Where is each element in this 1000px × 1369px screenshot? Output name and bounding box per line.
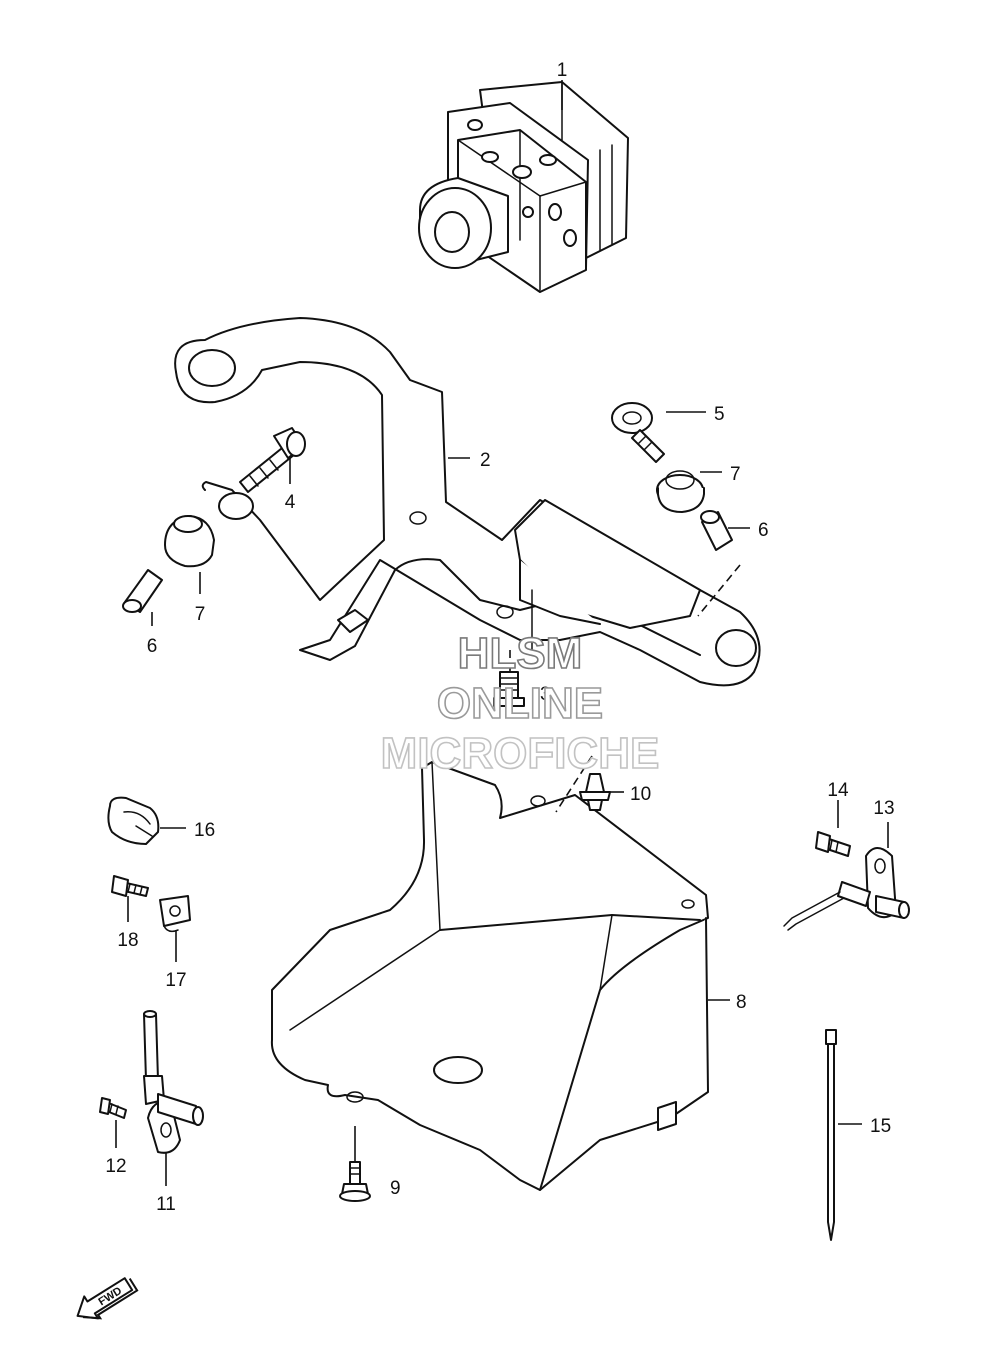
wheel-speed-sensor-right [783,831,910,931]
callout-6-left: 6 [147,636,158,657]
callout-14: 14 [827,780,849,801]
grommet-7-right [656,470,705,513]
callout-2: 2 [480,450,491,471]
callout-labels: 1 2 3 4 5 6 6 7 7 8 9 10 11 12 13 14 15 … [105,60,894,1215]
callout-7-left: 7 [195,604,206,625]
clip-nut-17 [159,895,191,933]
abs-bracket [174,317,761,687]
clamp-16 [107,796,160,845]
watermark-line-3: MICROFICHE [381,729,660,778]
bolt-5 [611,402,665,463]
callout-6-right: 6 [758,520,769,541]
callout-1: 1 [557,60,568,81]
callout-7-right: 7 [730,464,741,485]
collar-6-left [122,569,163,613]
callout-9: 9 [390,1178,401,1199]
watermark-line-2: ONLINE [437,679,603,728]
fwd-arrow-icon: FWD [76,1277,139,1320]
clip-10 [579,773,611,811]
callout-4: 4 [285,492,296,513]
watermark-line-1: HLSM [458,629,583,678]
callout-12: 12 [105,1156,126,1177]
bolt-9 [339,1161,371,1202]
callout-3: 3 [540,684,551,705]
callout-10: 10 [630,784,651,805]
leader-lines [115,80,889,1186]
wheel-speed-sensor-left [99,1010,204,1154]
grommet-7-left [164,515,215,568]
callout-13: 13 [873,798,894,819]
bolt-3 [493,671,525,707]
callout-18: 18 [117,930,138,951]
bolt-4 [239,427,306,493]
battery-tray [270,761,709,1191]
collar-6-right [700,510,733,551]
cable-tie [825,1029,837,1241]
abs-hydraulic-unit [418,81,629,293]
callout-11: 11 [156,1194,176,1215]
bolt-18 [111,875,149,897]
callout-17: 17 [165,970,186,991]
callout-15: 15 [870,1116,891,1137]
callout-16: 16 [194,820,215,841]
watermark: HLSM ONLINE MICROFICHE [380,628,660,779]
callout-5: 5 [714,404,725,425]
callout-8: 8 [736,992,747,1013]
